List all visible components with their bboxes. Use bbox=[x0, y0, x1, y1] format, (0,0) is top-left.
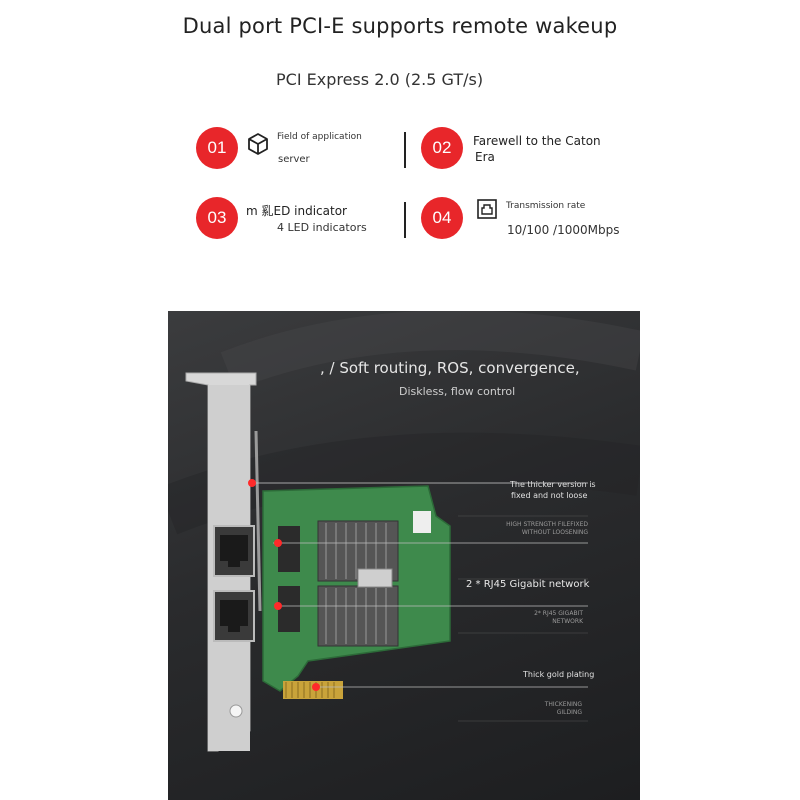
pcb-board bbox=[262, 485, 451, 699]
product-headline: , / Soft routing, ROS, convergence, bbox=[320, 359, 580, 377]
product-photo: , / Soft routing, ROS, convergence, Disk… bbox=[168, 311, 640, 800]
callout-bracket-sub: HIGH STRENGTH FILEFIXED bbox=[506, 521, 588, 528]
cube-icon bbox=[248, 133, 268, 155]
callout-gold-sub: THICKENING bbox=[544, 701, 582, 708]
feature-value-02: Era bbox=[475, 150, 495, 164]
feature-label-03: m 乿ED indicator bbox=[246, 204, 347, 218]
callout-markers bbox=[248, 479, 588, 722]
feature-label-04: Transmission rate bbox=[506, 201, 586, 211]
page-title: Dual port PCI-E supports remote wakeup bbox=[182, 14, 618, 38]
callout-rj45-text: 2 * RJ45 Gigabit network bbox=[466, 579, 590, 590]
feature-badge-01: 01 bbox=[196, 127, 238, 169]
callout-gold-sub-2: GILDING bbox=[556, 709, 582, 716]
feature-value-04: 10/100 /1000Mbps bbox=[507, 223, 620, 237]
ethernet-port-icon bbox=[477, 199, 497, 219]
callout-bracket-text-2: fixed and not loose bbox=[511, 491, 588, 500]
callout-bracket-sub-2: WITHOUT LOOSENING bbox=[521, 529, 588, 536]
callout-bracket-text: The thicker version is bbox=[510, 480, 596, 489]
page-subtitle: PCI Express 2.0 (2.5 GT/s) bbox=[276, 70, 484, 89]
separator bbox=[404, 132, 406, 168]
callout-gold-text: Thick gold plating bbox=[523, 670, 595, 679]
network-card-illustration bbox=[168, 311, 640, 752]
separator bbox=[404, 202, 406, 238]
callout-rj45-sub: 2* RJ45 GIGABIT bbox=[534, 610, 583, 617]
feature-label-02: Farewell to the Caton bbox=[473, 134, 601, 148]
feature-badge-02: 02 bbox=[421, 127, 463, 169]
feature-label-01: Field of application bbox=[277, 132, 362, 142]
feature-value-01: server bbox=[278, 154, 310, 165]
feature-badge-04: 04 bbox=[421, 197, 463, 239]
callout-rj45-sub-2: NETWORK bbox=[552, 618, 583, 625]
metal-bracket bbox=[185, 372, 262, 752]
product-subline: Diskless, flow control bbox=[399, 385, 516, 398]
feature-value-03: 4 LED indicators bbox=[277, 221, 367, 234]
feature-badge-03: 03 bbox=[196, 197, 238, 239]
